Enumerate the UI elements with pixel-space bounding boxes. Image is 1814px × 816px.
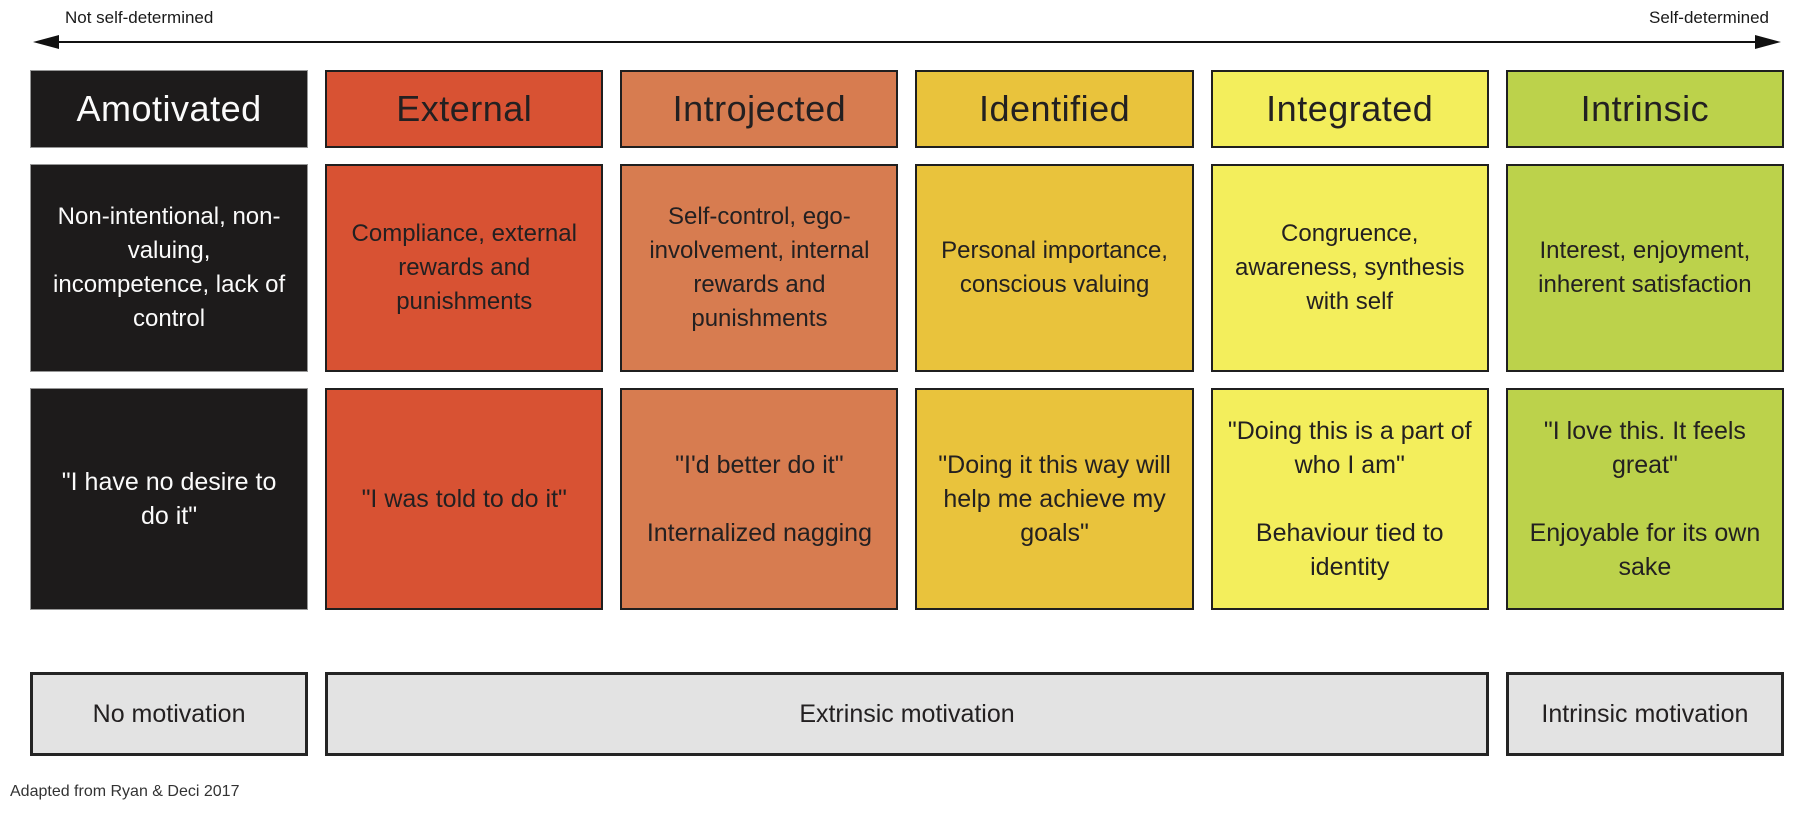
column-description-intrinsic: Interest, enjoyment, inherent satisfacti… [1505, 164, 1784, 372]
column-description-external: Compliance, external rewards and punishm… [325, 164, 604, 372]
summary-no-motivation: No motivation [30, 672, 309, 756]
motivation-summary-row: No motivation Extrinsic motivation Intri… [30, 672, 1784, 756]
column-quote-external: "I was told to do it" [325, 388, 604, 610]
quote-text: "Doing this is a part of who I am" [1227, 417, 1472, 479]
quote-text: "Doing it this way will help me achieve … [938, 451, 1171, 547]
quote-note: Internalized nagging [646, 519, 872, 547]
quote-note: Behaviour tied to identity [1255, 519, 1444, 581]
column-quote-identified: "Doing it this way will help me achieve … [915, 388, 1194, 610]
quote-text: "I was told to do it" [361, 485, 567, 513]
column-header-intrinsic: Intrinsic [1505, 70, 1784, 148]
summary-extrinsic-motivation: Extrinsic motivation [325, 672, 1489, 756]
quote-text: "I'd better do it" [675, 451, 844, 479]
column-description-introjected: Self-control, ego-involvement, internal … [620, 164, 899, 372]
quote-note: Enjoyable for its own sake [1529, 519, 1761, 581]
column-quote-intrinsic: "I love this. It feels great" Enjoyable f… [1505, 388, 1784, 610]
column-quote-amotivated: "I have no desire to do it" [30, 388, 309, 610]
column-header-external: External [325, 70, 604, 148]
column-header-integrated: Integrated [1210, 70, 1489, 148]
quote-text: "I have no desire to do it" [61, 468, 277, 530]
column-description-identified: Personal importance, conscious valuing [915, 164, 1194, 372]
axis-label-not-self-determined: Not self-determined [65, 8, 214, 27]
axis-label-self-determined: Self-determined [1648, 8, 1769, 27]
source-credit: Adapted from Ryan & Deci 2017 [10, 783, 240, 800]
summary-intrinsic-motivation: Intrinsic motivation [1505, 672, 1784, 756]
quote-text: "I love this. It feels great" [1543, 417, 1746, 479]
column-header-identified: Identified [915, 70, 1194, 148]
column-quote-integrated: "Doing this is a part of who I am" Behavi… [1210, 388, 1489, 610]
column-description-amotivated: Non-intentional, non-valuing, incompeten… [30, 164, 309, 372]
double-arrow-icon [33, 35, 1781, 49]
column-header-amotivated: Amotivated [30, 70, 309, 148]
column-quote-introjected: "I'd better do it" Internalized nagging [620, 388, 899, 610]
column-description-integrated: Congruence, awareness, synthesis with se… [1210, 164, 1489, 372]
column-header-introjected: Introjected [620, 70, 899, 148]
